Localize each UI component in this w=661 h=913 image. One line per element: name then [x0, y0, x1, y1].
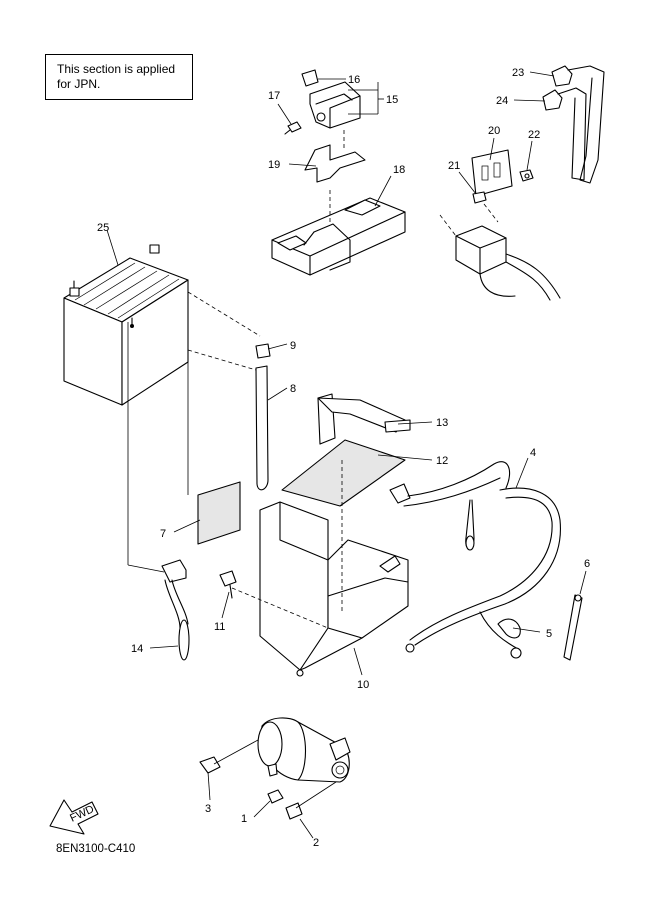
callout-13: 13	[436, 417, 448, 429]
callout-21: 21	[448, 160, 460, 172]
callout-3: 3	[205, 803, 211, 815]
starter-motor-drawing	[199, 717, 351, 820]
jpn-note-box: This section is applied for JPN.	[45, 54, 193, 100]
lead-wire-drawing	[127, 322, 190, 661]
callout-15: 15	[386, 94, 398, 106]
callout-14: 14	[131, 643, 143, 655]
callout-11: 11	[214, 621, 225, 633]
bolt-11-drawing	[219, 570, 237, 599]
callout-17: 17	[268, 90, 280, 102]
drawing-code: 8EN3100-C410	[56, 843, 136, 855]
callout-22: 22	[528, 129, 540, 141]
battery-drawing	[63, 244, 189, 406]
callout-6: 6	[584, 558, 590, 570]
callout-23: 23	[512, 67, 524, 79]
bracket-drawing	[304, 130, 366, 183]
callout-4: 4	[530, 447, 536, 459]
callout-7: 7	[160, 528, 166, 540]
callout-20: 20	[488, 125, 500, 137]
tray-drawing	[271, 190, 406, 276]
callout-5: 5	[546, 628, 552, 640]
harness-drawing	[389, 461, 583, 661]
callout-2: 2	[313, 837, 319, 849]
callout-24: 24	[496, 95, 508, 107]
vent-hose-drawing	[187, 291, 271, 491]
callout-8: 8	[290, 383, 296, 395]
mount-plate-drawing	[471, 149, 534, 223]
pad-drawing	[187, 362, 241, 545]
callout-1: 1	[241, 813, 247, 825]
callout-16: 16	[348, 74, 360, 86]
fwd-arrow-icon: FWD	[49, 799, 99, 835]
cable-ties-drawing	[542, 65, 605, 184]
callout-10: 10	[357, 679, 369, 691]
connector-drawing	[439, 214, 561, 301]
leader-lines	[106, 71, 587, 839]
callout-9: 9	[290, 340, 296, 352]
relay-assembly-drawing	[284, 69, 361, 135]
note-line-2: for JPN.	[57, 77, 101, 91]
battery-box-drawing	[231, 460, 409, 677]
note-line-1: This section is applied	[57, 62, 176, 76]
callout-12: 12	[436, 455, 448, 467]
callout-18: 18	[393, 164, 405, 176]
callout-numbers: 1 2 3 4 5 6 7 8 9 10 11 12 13 14 15 16 1…	[97, 67, 590, 849]
callout-18-19-a: 19	[268, 159, 280, 171]
callout-25: 25	[97, 222, 109, 234]
band-drawing	[281, 393, 411, 507]
